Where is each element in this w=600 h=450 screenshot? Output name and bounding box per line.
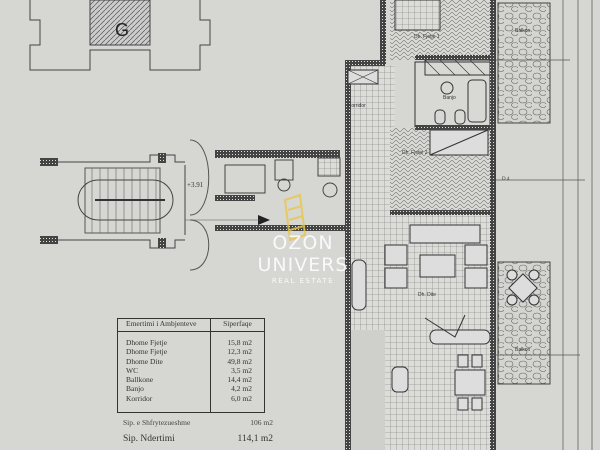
watermark-title: OZON UNIVERS (257, 232, 349, 276)
room-label-bedroom1: Dh. Fjetje 1 (414, 34, 440, 40)
room-label-bedroom2: Dh. Fjetje 2 (402, 150, 428, 156)
area-table: Emertimi i Ambjenteve Siperfaqe Dhome Fj… (117, 318, 265, 413)
room-label-balcony-bottom: Balkon (515, 347, 531, 353)
stairwell: +3.91 (40, 139, 210, 271)
table-row-area: 12,3 m2 (227, 347, 252, 357)
table-row-name: WC (126, 365, 139, 375)
level-mark: +3.91 (187, 181, 204, 189)
built-area: Sip. Ndertimi 114,1 m2 (123, 434, 273, 444)
table-row-area: 49,8 m2 (227, 356, 252, 366)
header-area: Siperfaqe (210, 319, 264, 331)
room-label-living: Dh. Dite (418, 292, 437, 298)
neighbor-building: G (29, 0, 211, 71)
table-row-name: Dhome Dite (126, 356, 163, 366)
table-row-area: 4,2 m2 (231, 384, 252, 394)
balconies (497, 2, 551, 385)
watermark: OZON UNIVERS REAL ESTATE (238, 232, 368, 285)
built-area-value: 114,1 m2 (237, 434, 273, 444)
block-label: G (115, 20, 129, 40)
apartment (345, 0, 496, 450)
table-row-area: 6,0 m2 (231, 393, 252, 403)
table-row-area: 3,5 m2 (231, 365, 252, 375)
usable-area-label: Sip. e Shfrytezueshme (123, 418, 191, 427)
built-area-label: Sip. Ndertimi (123, 434, 175, 444)
entry-wc (185, 150, 345, 231)
room-label-bathroom: Banjo (443, 95, 456, 101)
area-table-header: Emertimi i Ambjenteve Siperfaqe (118, 319, 264, 332)
axis-mark: D 4 (502, 177, 510, 182)
table-row-area: 15,8 m2 (227, 338, 252, 347)
table-row-name: Ballkone (126, 375, 154, 385)
room-label-corridor: Korridor (348, 103, 366, 109)
usable-area: Sip. e Shfrytezueshme 106 m2 (123, 418, 273, 427)
room-label-balcony-top: Balkon (515, 28, 531, 34)
table-row-name: Dhome Fjetje (126, 338, 168, 347)
watermark-logo (283, 193, 307, 242)
table-row-name: Banjo (126, 384, 144, 394)
table-row-name: Dhome Fjetje (126, 347, 168, 357)
table-row-area: 14,4 m2 (227, 375, 252, 385)
usable-area-value: 106 m2 (250, 418, 273, 427)
header-room-name: Emertimi i Ambjenteve (126, 319, 197, 328)
dimension-lines (490, 0, 593, 450)
watermark-subtitle: REAL ESTATE (271, 277, 335, 285)
table-row-name: Korridor (126, 393, 153, 403)
